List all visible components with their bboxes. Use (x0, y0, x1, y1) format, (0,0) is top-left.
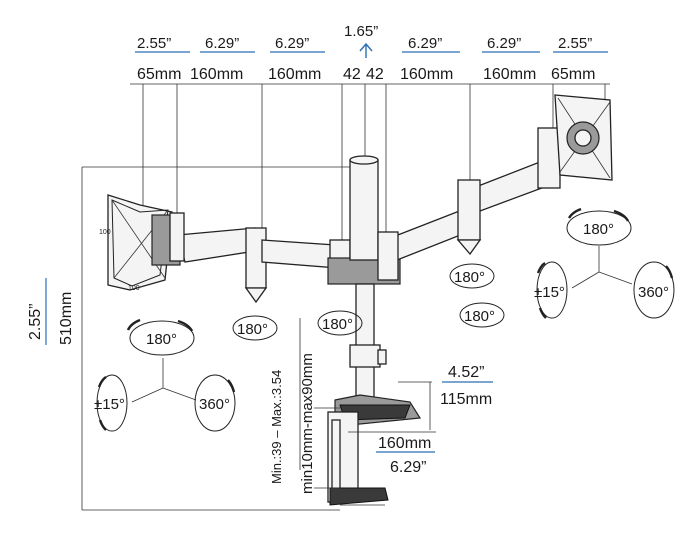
arms (169, 127, 561, 304)
left-vesa-plate: 100 100 (99, 194, 181, 292)
left-rotation-group: 180° ±15° 360° (94, 318, 236, 432)
arm-swivel-labels: 180° 180° 180° 180° (232, 263, 505, 341)
dim-mm-2: 160mm (190, 66, 243, 83)
dim-mm-6: 160mm (400, 66, 453, 83)
clamp-range-inch: Min.:39 – Max.:3.54 (269, 370, 284, 484)
dim-mm-8: 65mm (551, 66, 595, 83)
dim-inch-3: 6.29” (275, 35, 309, 52)
arm-swivel-2: 180° (322, 316, 353, 333)
dim-inch-center: 1.65” (344, 23, 378, 40)
left-tilt-label: ±15° (94, 396, 125, 413)
dim-inch-1: 2.55” (137, 35, 171, 52)
base-depth-mm: 115mm (440, 391, 492, 408)
base-width-mm: 160mm (378, 435, 431, 452)
right-rotate-label: 360° (638, 284, 669, 301)
right-swivel-label: 180° (583, 221, 614, 238)
base-depth-inch: 4.52” (448, 364, 484, 381)
dim-mm-4: 42 (343, 66, 361, 83)
dim-inch-4: 6.29” (408, 35, 442, 52)
arm-swivel-4: 180° (464, 308, 495, 325)
left-swivel-label: 180° (146, 331, 177, 348)
vesa-h-label: 100 (99, 229, 111, 236)
height-inch: 2.55” (27, 304, 44, 340)
pole-and-clamp (327, 283, 422, 506)
clamp-range-mm: min10mm-max90mm (299, 353, 316, 494)
dim-mm-7: 160mm (483, 66, 536, 83)
arm-swivel-1: 180° (237, 321, 268, 338)
top-dimensions: 2.55” 6.29” 6.29” 1.65” 6.29” 6.29” 2.55… (130, 23, 610, 85)
right-rotation-group: 180° ±15° 360° (534, 207, 675, 319)
dim-inch-5: 6.29” (487, 35, 521, 52)
dim-inch-6: 2.55” (558, 35, 592, 52)
vesa-w-label: 100 (128, 285, 140, 292)
dim-mm-5: 42 (366, 66, 384, 83)
right-tilt-label: ±15° (534, 284, 565, 301)
base-width-inch: 6.29” (390, 459, 426, 476)
dim-inch-2: 6.29” (205, 35, 239, 52)
right-vesa-plate (554, 94, 613, 181)
extension-lines (142, 84, 606, 245)
left-rotate-label: 360° (199, 396, 230, 413)
height-mm: 510mm (58, 292, 75, 345)
height-dimension: 2.55” 510mm (27, 166, 365, 511)
arm-swivel-3: 180° (454, 269, 485, 286)
dim-mm-1: 65mm (137, 66, 181, 83)
clamp-dimensions: Min.:39 – Max.:3.54 min10mm-max90mm 4.52… (269, 318, 493, 494)
dim-mm-3: 160mm (268, 66, 321, 83)
